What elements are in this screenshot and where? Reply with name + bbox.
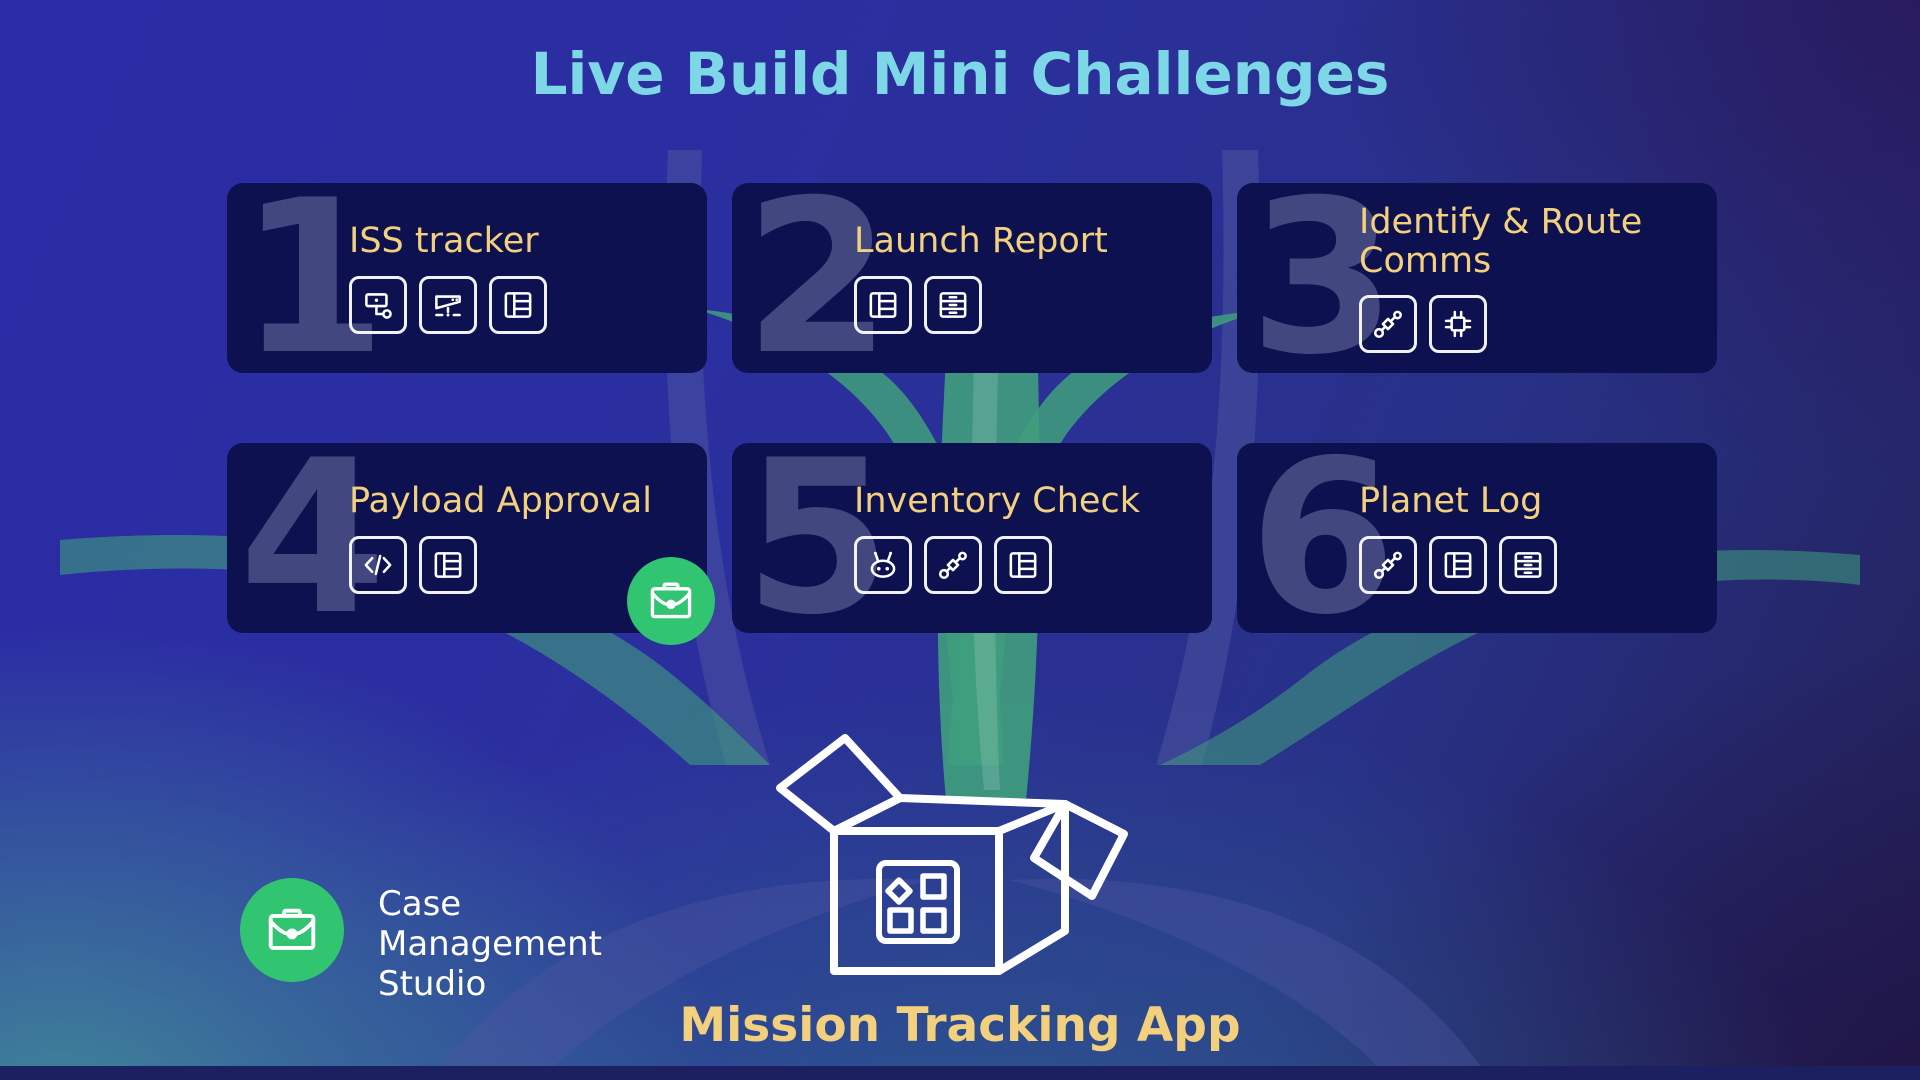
challenge-card-2: 2 Launch Report	[732, 183, 1212, 373]
table-icon	[1429, 535, 1487, 594]
challenge-card-4: 4 Payload Approval	[227, 443, 715, 645]
drawers-icon	[924, 275, 982, 334]
logo-text-line: Studio	[378, 964, 487, 1004]
chip-icon	[1429, 295, 1487, 354]
table-icon	[854, 275, 912, 334]
challenge-card-3: 3 Identify & Route Comms	[1237, 183, 1717, 373]
challenge-grid: 1 ISS tracker	[227, 183, 1717, 645]
table-icon	[489, 275, 547, 334]
icon-row	[349, 535, 689, 594]
challenge-card-6: 6 Planet Log	[1237, 443, 1717, 633]
timeline-icon	[419, 275, 477, 334]
studio-logo: Case Management Studio	[240, 878, 602, 1004]
table-icon	[419, 535, 477, 594]
briefcase-badge	[627, 557, 715, 645]
route-icon	[1359, 295, 1417, 354]
flow-icon	[349, 275, 407, 334]
icon-row	[854, 275, 1194, 334]
route-icon	[1359, 535, 1417, 594]
drawers-icon	[1499, 535, 1557, 594]
footer-bar	[0, 1066, 1920, 1080]
logo-circle	[240, 878, 344, 982]
card-title: Identify & Route Comms	[1359, 201, 1643, 281]
card-title: Payload Approval	[349, 481, 652, 522]
card-title: ISS tracker	[349, 221, 539, 262]
card-title: Inventory Check	[854, 481, 1140, 522]
briefcase-icon	[268, 908, 316, 950]
card-title: Launch Report	[854, 221, 1108, 262]
icon-row	[1359, 295, 1699, 354]
logo-text: Case Management Studio	[378, 884, 602, 1004]
icon-row	[1359, 535, 1699, 594]
challenge-card-1: 1 ISS tracker	[227, 183, 707, 373]
code-icon	[349, 535, 407, 594]
challenge-card-5: 5 Inventory Check	[732, 443, 1212, 633]
icon-row	[854, 535, 1194, 594]
mission-app-label: Mission Tracking App	[679, 998, 1241, 1053]
table-icon	[994, 535, 1052, 594]
app-grid-icon	[876, 860, 960, 944]
logo-text-line: Case	[378, 884, 462, 924]
card-title: Planet Log	[1359, 481, 1543, 522]
open-box-icon	[776, 734, 1128, 975]
route-icon	[924, 535, 982, 594]
bot-icon	[854, 535, 912, 594]
page-title: Live Build Mini Challenges	[530, 40, 1390, 108]
logo-text-line: Management	[378, 924, 602, 964]
briefcase-icon	[650, 582, 692, 619]
icon-row	[349, 275, 689, 334]
